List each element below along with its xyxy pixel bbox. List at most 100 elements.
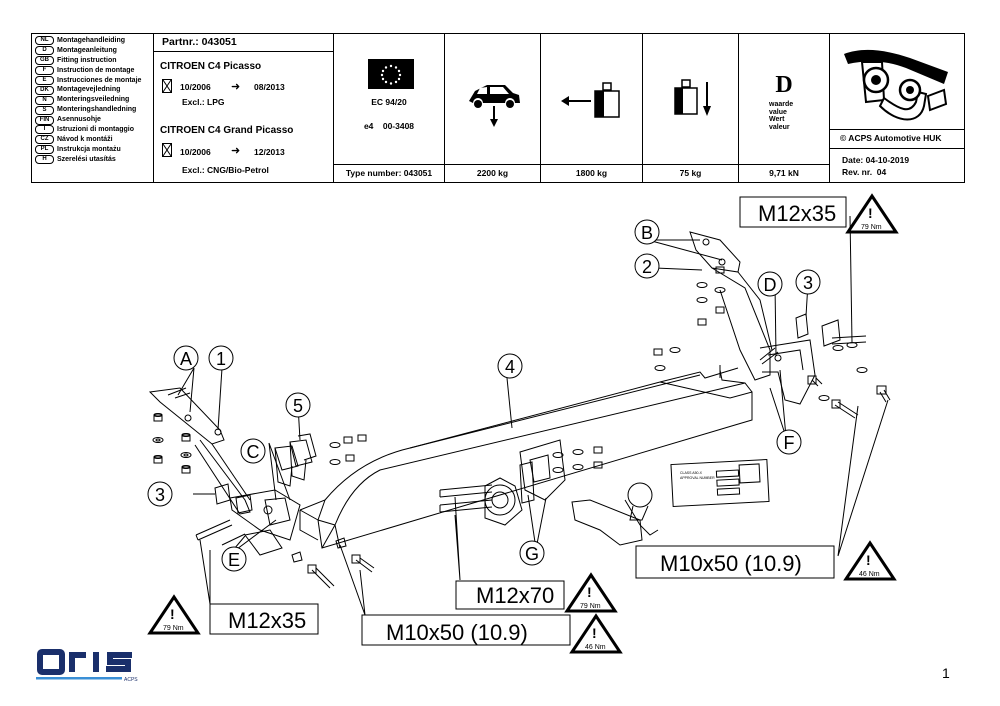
bracket-part-3-right — [795, 313, 841, 347]
svg-text:!: ! — [592, 625, 597, 641]
vehicle1-to: 08/2013 — [254, 82, 285, 92]
vehicle1-from: 10/2006 — [180, 82, 211, 92]
label-D: D — [764, 275, 777, 295]
label-circle-C — [240, 438, 266, 464]
language-text: Instruction de montage — [57, 66, 135, 74]
language-text: Asennusohje — [57, 116, 101, 124]
svg-text:!: ! — [587, 584, 592, 600]
label-circle-D — [757, 271, 783, 297]
label-F: F — [784, 433, 795, 453]
language-code: GB — [35, 56, 54, 66]
language-code: D — [35, 46, 54, 56]
language-text: Montagehandleiding — [57, 37, 126, 44]
language-code: DK — [35, 85, 54, 95]
label-G: G — [525, 544, 539, 564]
revision: Rev. nr. 04 — [842, 167, 887, 177]
callout-m12x35-top-box — [739, 196, 847, 228]
eu-flag-icon — [368, 59, 414, 89]
towbar-product-image — [840, 40, 955, 130]
language-code: NL — [35, 36, 54, 46]
callout-m10x50-right-box — [635, 545, 835, 579]
leader-lines — [177, 215, 889, 616]
language-text: Instrukcja montażu — [57, 145, 121, 153]
type-number: Type number: 043051 — [334, 164, 444, 182]
hourglass-icon — [162, 79, 172, 95]
bolts-center — [329, 434, 603, 513]
callout-m12x70: M12x70 — [476, 583, 554, 608]
callout-m10x50-bottom-box — [361, 614, 571, 646]
torque-79-top: 79 Nm — [861, 224, 882, 231]
label-circle-F — [776, 429, 802, 455]
logo-sub: ACPS — [124, 677, 138, 683]
trailer-load-cell: 1800 kg — [541, 34, 643, 182]
d-value-letter: D — [775, 72, 793, 98]
vehicle-cell: Partnr.: 043051 CITROEN C4 Picasso 10/20… — [154, 34, 334, 182]
vehicle1-name: CITROEN C4 Picasso — [160, 61, 262, 72]
type-plate — [670, 458, 770, 508]
vehicle2-name: CITROEN C4 Grand Picasso — [160, 125, 294, 136]
label-A: A — [180, 349, 192, 369]
callout-m10x50-bottom: M10x50 (10.9) — [386, 620, 528, 645]
max-weight-cell: 2200 kg — [445, 34, 541, 182]
callout-m10x50-right: M10x50 (10.9) — [660, 551, 802, 576]
label-1: 1 — [216, 349, 226, 369]
plate-text-1: CLASS A50-X — [680, 471, 703, 475]
label-circle-3-right — [795, 269, 821, 295]
approval-standard: EC 94/20 — [371, 97, 407, 107]
hourglass-icon — [162, 143, 172, 159]
language-text: Szerelési utasítás — [57, 155, 116, 163]
towball-assembly — [484, 439, 659, 546]
vertical-load-icon — [669, 76, 719, 122]
bracket-part-3-left — [214, 483, 253, 514]
svg-text:!: ! — [170, 606, 175, 622]
language-text: Istruzioni di montaggio — [57, 126, 134, 134]
date: Date: 04-10-2019 — [842, 155, 910, 165]
plates-part-5 — [274, 433, 317, 487]
language-code: CZ — [35, 135, 54, 145]
label-3-right: 3 — [803, 273, 813, 293]
crossbar-part-4 — [299, 365, 753, 549]
max-weight-value: 2200 kg — [445, 164, 540, 182]
torque-warning-icon: ! — [843, 540, 897, 581]
bolts-left — [152, 413, 375, 589]
callout-m12x35-left: M12x35 — [228, 608, 306, 633]
language-text: Montagevejledning — [57, 86, 121, 94]
svg-text:!: ! — [866, 552, 871, 568]
svg-text:!: ! — [868, 205, 873, 221]
torque-46-right: 46 Nm — [859, 571, 880, 578]
plate-text-2: APPROVAL NUMBER — [680, 476, 715, 480]
language-text: Montageanleitung — [57, 46, 117, 54]
torque-46-bottom: 46 Nm — [585, 644, 606, 651]
label-C: C — [247, 442, 260, 462]
label-B: B — [641, 223, 653, 243]
torque-79-mid: 79 Nm — [580, 603, 601, 610]
language-code: FIN — [35, 115, 54, 125]
left-bracket-part-1 — [148, 387, 301, 556]
callout-m12x70-box — [455, 580, 565, 610]
right-bracket-part-2 — [689, 231, 816, 405]
d-value-word: valeur — [769, 123, 790, 131]
label-circle-1 — [208, 345, 234, 371]
torque-warning-icon: ! — [845, 193, 899, 234]
label-circle-5 — [285, 392, 311, 418]
language-code: PL — [35, 145, 54, 155]
label-4: 4 — [505, 357, 515, 377]
label-circle-2 — [634, 253, 660, 279]
label-circle-4 — [497, 353, 523, 379]
vertical-load-cell: 75 kg — [643, 34, 739, 182]
language-code: N — [35, 95, 54, 105]
label-circle-G — [519, 540, 545, 566]
vehicle2-excl: Excl.: CNG/Bio-Petrol — [182, 165, 269, 175]
